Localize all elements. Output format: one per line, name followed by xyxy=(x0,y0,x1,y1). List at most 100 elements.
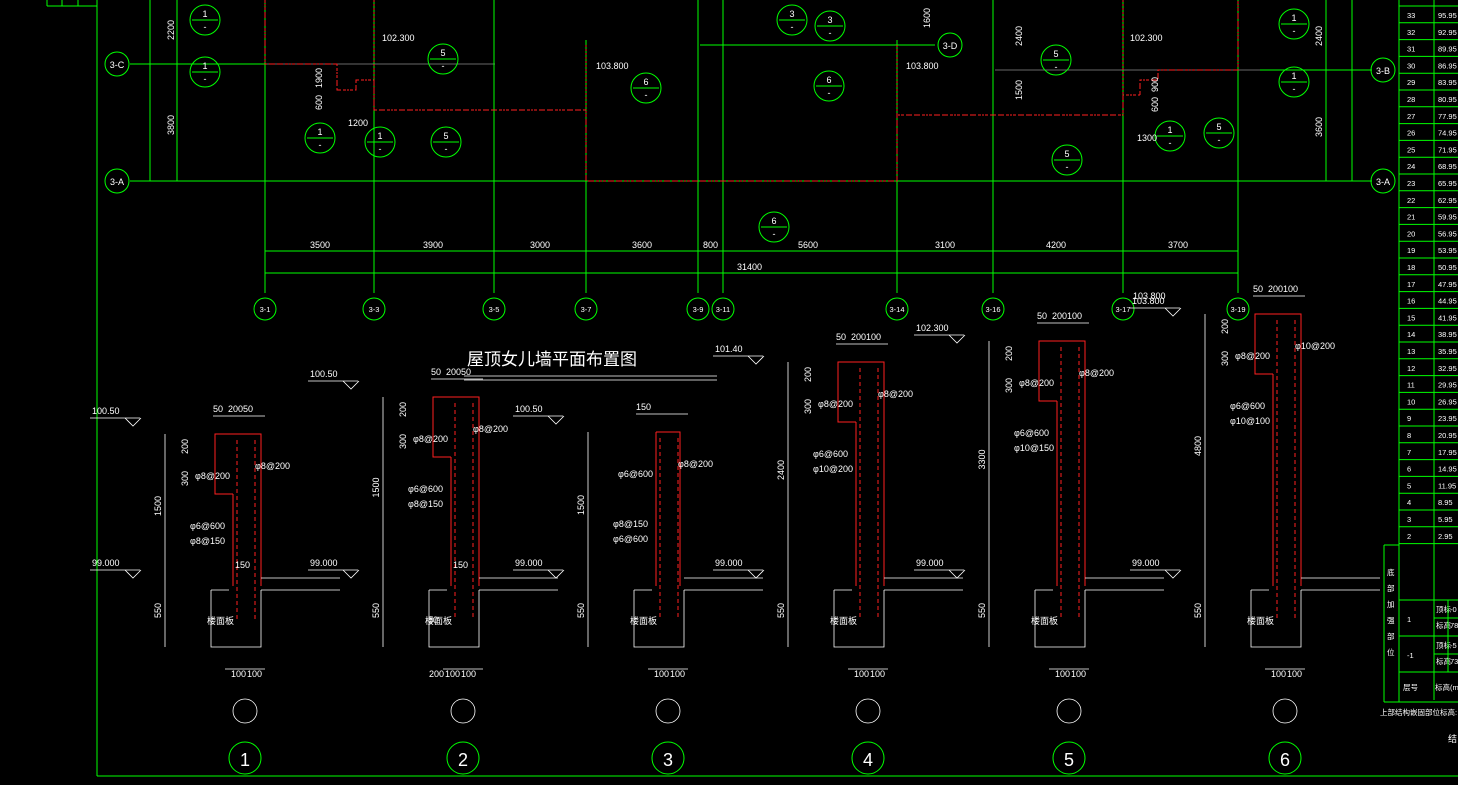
seg-dim: 200 xyxy=(1004,346,1014,361)
section-mark-num: 6 xyxy=(771,216,776,226)
top-elevation: 100.50 xyxy=(515,404,543,414)
detail-number-circle xyxy=(851,741,885,775)
detail-number: 4 xyxy=(863,750,873,770)
bottom-dim: 100 xyxy=(1271,669,1286,679)
detail-index-circle xyxy=(232,698,258,724)
section-mark: 1- xyxy=(364,126,396,158)
section-mark-num: 1 xyxy=(1291,13,1296,23)
plan-grid-lines xyxy=(130,0,1372,293)
floor-elevation-value: 68.95 xyxy=(1438,162,1457,171)
rebar-label: φ6@600 xyxy=(813,449,848,459)
section-mark-num: 6 xyxy=(643,77,648,87)
bottom-dim: 100 xyxy=(1055,669,1070,679)
floor-elevation-value: 11.95 xyxy=(1438,481,1456,490)
axis-label: 3-19 xyxy=(1230,305,1245,314)
height-dim: 2400 xyxy=(776,460,786,480)
section-mark-sub: - xyxy=(645,90,648,100)
height-dim: 1500 xyxy=(576,495,586,515)
floor-number: 17 xyxy=(1407,280,1415,289)
rebar-label: φ8@200 xyxy=(473,424,508,434)
detail-index-circle xyxy=(1056,698,1082,724)
parapet-dim: 550 xyxy=(576,603,586,618)
top-elevation: 103.800 xyxy=(1132,296,1165,306)
axis-label: 3-C xyxy=(110,60,125,70)
rebar-label: φ10@200 xyxy=(813,464,853,474)
floor-slab xyxy=(428,577,558,648)
left-dim: 3800 xyxy=(166,115,176,135)
top-dim: 100 xyxy=(1283,284,1298,294)
parapet-outline xyxy=(432,396,480,586)
rebar-label: 50 xyxy=(428,615,438,625)
floor-number: 7 xyxy=(1407,448,1411,457)
floor-elevation-value: 32.95 xyxy=(1438,364,1457,373)
height-dim: 4800 xyxy=(1193,436,1203,456)
plan-small-dim: 600 xyxy=(1150,97,1160,112)
axis-bubble-bottom: 3-17 xyxy=(1111,297,1135,321)
section-mark-sub: - xyxy=(204,22,207,32)
plan-small-dim: 1200 xyxy=(348,118,368,128)
floor-number: 27 xyxy=(1407,112,1415,121)
floor-number: 12 xyxy=(1407,364,1415,373)
floor-elevation-value: 35.95 xyxy=(1438,347,1457,356)
rebar-label: φ10@100 xyxy=(1230,416,1270,426)
floor-number: 31 xyxy=(1407,45,1415,54)
floor-number: 15 xyxy=(1407,313,1415,322)
floor-number: 28 xyxy=(1407,95,1415,104)
section-mark: 6- xyxy=(813,70,845,102)
span-dim: 3500 xyxy=(310,240,330,250)
rebar-label: φ8@200 xyxy=(1019,378,1054,388)
axis-label: 3-7 xyxy=(581,305,592,314)
plan-small-dim: 1500 xyxy=(1014,80,1024,100)
parapet-outline xyxy=(656,431,681,586)
parapet-dim: 550 xyxy=(371,603,381,618)
table-footer: 上部结构嵌固部位标高: -1.100, xyxy=(1380,707,1458,717)
parapet-dim: 550 xyxy=(153,603,163,618)
detail-number-circle xyxy=(446,741,480,775)
section-mark: 5- xyxy=(430,126,462,158)
detail-number: 6 xyxy=(1280,750,1290,770)
bottom-dim: 100 xyxy=(445,669,460,679)
axis-bubble-side: 3-D xyxy=(937,32,963,58)
floor-number: 21 xyxy=(1407,213,1415,222)
axis-label: 3-B xyxy=(1376,66,1390,76)
floor-number: 33 xyxy=(1407,11,1415,20)
rebar-label: φ6@600 xyxy=(190,521,225,531)
plan-dimension-texts: 3500 3900 3000 3600 800 5600 3100 4200 3… xyxy=(166,8,1324,301)
detail-index-circle xyxy=(450,698,476,724)
axis-label: 3-D xyxy=(943,41,958,51)
rebar-label: φ8@150 xyxy=(190,536,225,546)
axis-label: 3-9 xyxy=(693,305,704,314)
section-mark-sub: - xyxy=(773,229,776,239)
section-mark-num: 1 xyxy=(1291,71,1296,81)
section-mark-num: 6 xyxy=(826,75,831,85)
table-cell: -0 xyxy=(1450,605,1457,614)
axis-label: 3-3 xyxy=(369,305,380,314)
table-cell: 顶标 xyxy=(1436,604,1452,614)
section-mark-sub: - xyxy=(829,28,832,38)
left-dim: 2200 xyxy=(166,20,176,40)
section-mark: 6- xyxy=(758,211,790,243)
seg-dim: 300 xyxy=(803,399,813,414)
floor-elevation-value: 95.95 xyxy=(1438,11,1457,20)
top-dim: 50 xyxy=(461,367,471,377)
plan-parapet-walls xyxy=(264,0,1239,182)
table-footer2: 结 xyxy=(1448,733,1457,744)
seg-dim: 200 xyxy=(1220,319,1230,334)
rebar-label: φ6@600 xyxy=(1014,428,1049,438)
section-mark-sub: - xyxy=(791,22,794,32)
floor-elevation-value: 65.95 xyxy=(1438,179,1457,188)
axis-bubble-side: 3-A xyxy=(1370,168,1396,194)
top-elevation: 101.40 xyxy=(715,344,743,354)
detail-number-circle xyxy=(1052,741,1086,775)
axis-bubble-bottom: 3-11 xyxy=(711,297,735,321)
floor-number: 9 xyxy=(1407,414,1411,423)
floor-elevation: 99.000 xyxy=(515,558,543,568)
plan-section-marks: 1-1-1-1-5-5-6-3-3-6-6-5-5-1-1-1-5- xyxy=(189,4,1310,243)
top-elevation: 102.300 xyxy=(916,323,949,333)
top-dim: 200 xyxy=(446,367,461,377)
side-label: 部 xyxy=(1387,631,1395,641)
top-dim: 200 xyxy=(1268,284,1283,294)
top-dim: 50 xyxy=(1253,284,1263,294)
